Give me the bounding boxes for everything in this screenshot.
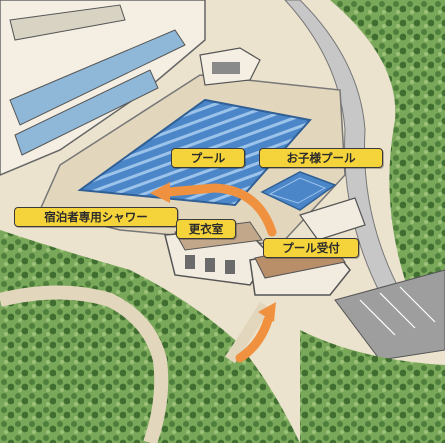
- hotel-building: [0, 0, 206, 176]
- forest-right: [330, 0, 445, 310]
- pool-label: プール: [171, 148, 245, 168]
- route-arrow: [163, 183, 277, 363]
- pool-reception-label: プール受付: [263, 238, 359, 258]
- changing-room-label: 更衣室: [176, 219, 236, 239]
- parking-lot: [334, 269, 445, 361]
- kids-pool: [260, 171, 337, 211]
- parking-lines: [359, 286, 436, 336]
- route-arrowhead-up: [258, 302, 276, 322]
- pavilion: [199, 47, 261, 86]
- guest-shower-label: 宿泊者専用シャワー: [14, 207, 178, 227]
- kids-pool-label: お子様プール: [259, 148, 383, 168]
- walking-path: [0, 285, 169, 443]
- forest-lower-right: [300, 330, 445, 443]
- shower-building: [299, 197, 366, 241]
- route-arrowhead-left: [150, 182, 170, 203]
